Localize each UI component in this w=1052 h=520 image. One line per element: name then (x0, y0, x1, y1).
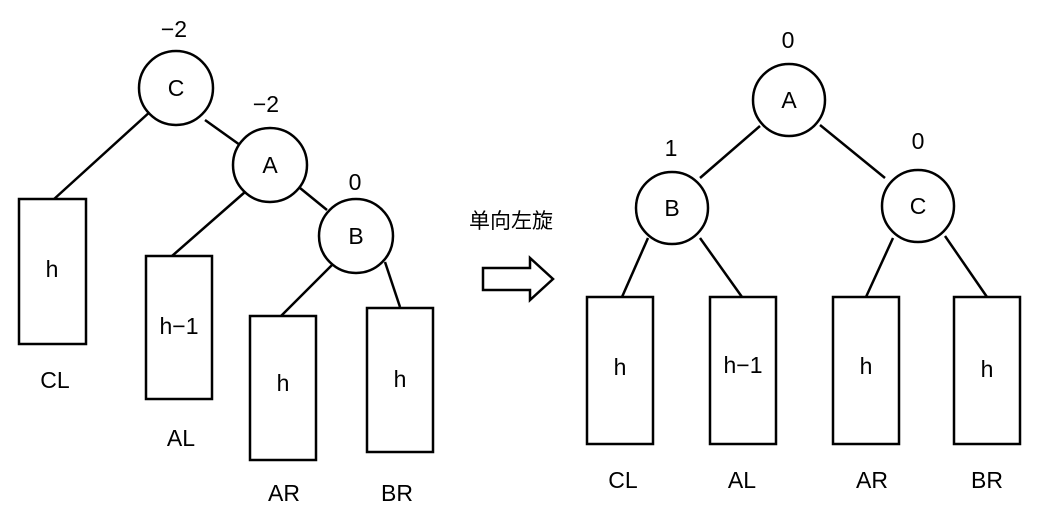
edge-b-cl-after (620, 237, 650, 298)
subtree-ar-before (248, 314, 318, 462)
subtree-br-height: h (394, 366, 407, 392)
balance-c-after: 0 (912, 128, 925, 154)
node-b-after (634, 170, 710, 246)
balance-a-after: 0 (782, 27, 795, 53)
subtree-ar-height: h (277, 370, 290, 396)
subtree-cl-height: h (46, 256, 59, 282)
node-c-after-label: C (910, 193, 927, 219)
edge-c-ar-after (864, 237, 895, 298)
node-a-after (751, 62, 827, 138)
node-b-before (317, 197, 395, 275)
subtree-al-label: AL (167, 425, 195, 451)
right-arrow-icon (481, 255, 555, 303)
subtree-cl-after (585, 295, 655, 446)
subtree-al-before (144, 254, 214, 401)
edge-a-b (299, 187, 328, 211)
subtree-cl-after-label: CL (608, 467, 638, 493)
edge-c-br-after (943, 235, 989, 298)
subtree-ar-after-height: h (860, 353, 873, 379)
edge-a-c-after (819, 124, 886, 179)
subtree-br-after-label: BR (971, 467, 1003, 493)
subtree-ar-after-label: AR (856, 467, 888, 493)
node-a-after-label: A (781, 87, 797, 113)
balance-a-before: −2 (253, 91, 279, 117)
balance-b-before: 0 (349, 169, 362, 195)
subtree-al-after-height: h−1 (723, 352, 762, 378)
edge-c-cl (52, 109, 153, 201)
subtree-br-before (365, 306, 435, 454)
edge-c-a (204, 118, 241, 147)
node-a-before (231, 126, 309, 204)
before-rotation-tree: C −2 A −2 B 0 h CL h−1 AL h AR h BR (17, 16, 435, 506)
balance-c-before: −2 (161, 16, 187, 42)
subtree-ar-after (831, 295, 901, 446)
subtree-cl-after-height: h (614, 354, 627, 380)
subtree-ar-label: AR (268, 480, 300, 506)
balance-b-after: 1 (665, 135, 678, 161)
subtree-br-after (952, 295, 1022, 446)
subtree-al-after-label: AL (728, 467, 756, 493)
edge-b-ar (279, 261, 336, 318)
operation-label: 单向左旋 (469, 209, 553, 233)
subtree-al-height: h−1 (159, 313, 198, 339)
node-b-label: B (348, 223, 363, 249)
node-c-after (880, 168, 956, 244)
node-c-label: C (168, 75, 185, 101)
node-a-label: A (262, 152, 278, 178)
node-b-after-label: B (664, 195, 679, 221)
node-c-before (137, 49, 215, 127)
edge-a-b-after (699, 125, 761, 179)
subtree-al-after (708, 295, 778, 446)
edge-b-al-after (698, 237, 744, 298)
after-rotation-tree: A 0 B 1 C 0 h CL h−1 AL h AR h BR (585, 27, 1022, 493)
subtree-cl-label: CL (40, 367, 70, 393)
edge-a-al (171, 191, 246, 257)
subtree-cl-before (17, 197, 88, 346)
rotation-indicator: 单向左旋 (469, 209, 555, 303)
subtree-br-after-height: h (981, 356, 994, 382)
edge-b-br (383, 261, 402, 308)
subtree-br-label: BR (381, 480, 413, 506)
